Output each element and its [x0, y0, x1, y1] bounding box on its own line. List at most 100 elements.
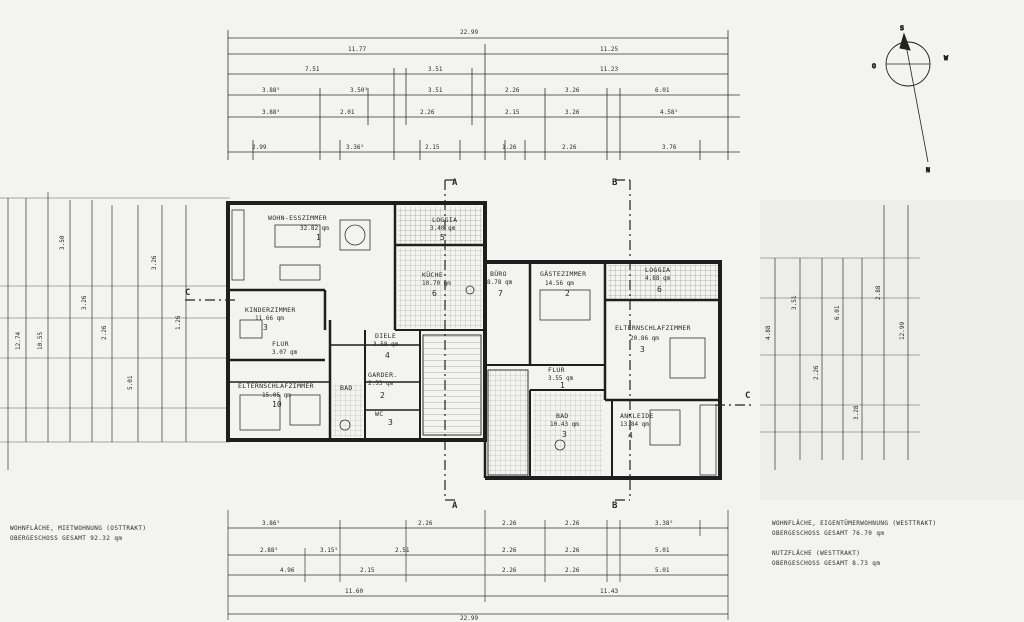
- tiled-floors: [333, 207, 718, 476]
- svg-text:3: 3: [562, 430, 567, 439]
- dim-bottom-r1-e: 3.38⁵: [655, 520, 673, 527]
- dim-top-r5-b: 3.36⁵: [346, 144, 364, 151]
- svg-text:2: 2: [380, 391, 385, 400]
- svg-text:4: 4: [628, 431, 633, 440]
- compass-bottom: N: [926, 166, 930, 174]
- note-left-1: WOHNFLÄCHE, MIETWOHNUNG (OSTTRAKT): [10, 525, 146, 532]
- svg-text:3: 3: [640, 345, 645, 354]
- svg-text:BÜRO: BÜRO: [490, 269, 507, 278]
- svg-text:1: 1: [316, 233, 321, 242]
- left-dimension-chains: [0, 192, 230, 470]
- note-right-1: WOHNFLÄCHE, EIGENTÜMERWOHNUNG (WESTTRAKT…: [772, 520, 937, 527]
- compass-rose-icon: S W O N: [872, 24, 949, 175]
- dim-left-sub: 10.55: [37, 332, 44, 350]
- svg-text:15.05 qm: 15.05 qm: [262, 392, 291, 399]
- svg-text:WC: WC: [375, 410, 383, 418]
- room-bad-east: BAD: [340, 384, 352, 392]
- top-dimension-chains: [227, 30, 740, 160]
- svg-text:6: 6: [657, 285, 662, 294]
- dim-top-r4-f: 4.58⁵: [660, 109, 678, 116]
- svg-text:WOHN-ESSZIMMER: WOHN-ESSZIMMER: [268, 214, 327, 222]
- svg-text:3: 3: [388, 418, 393, 427]
- dim-bottom-r3-a: 4.96: [280, 567, 295, 574]
- section-c-left: C: [185, 288, 190, 298]
- note-right-4: OBERGESCHOSS GESAMT 8.73 qm: [772, 560, 880, 567]
- svg-text:KINDERZIMMER: KINDERZIMMER: [245, 306, 296, 314]
- svg-text:8.78 qm: 8.78 qm: [487, 279, 513, 286]
- dim-bottom-r2-a: 2.88⁵: [260, 547, 278, 554]
- room-wc: WC 3: [375, 410, 393, 427]
- svg-text:LOGGIA: LOGGIA: [645, 266, 670, 274]
- svg-text:7: 7: [498, 289, 503, 298]
- dim-bottom-r3-d: 2.26: [565, 567, 580, 574]
- svg-text:2: 2: [565, 289, 570, 298]
- dim-left-b: 3.26: [81, 295, 88, 310]
- dim-bottom-r3-e: 5.01: [655, 567, 670, 574]
- room-diele: DIELE 3.58 qm 4: [373, 332, 399, 360]
- dim-top-r3-c: 3.51: [428, 87, 443, 94]
- room-elternschlafzimmer-east: ELTERNSCHLAFZIMMER 15.05 qm 10: [238, 382, 314, 409]
- section-markers: A A B B C C: [185, 178, 750, 511]
- dim-bottom-r4-a: 11.60: [345, 588, 363, 595]
- room-ankleide: ANKLEIDE 13.84 qm 4: [620, 412, 653, 440]
- compass-right: W: [944, 54, 948, 62]
- svg-text:KÜCHE: KÜCHE: [422, 270, 443, 279]
- compass-left: O: [872, 62, 876, 70]
- room-loggia-east: LOGGIA 3.40 qm 5: [430, 216, 457, 242]
- building-walls: [226, 201, 722, 480]
- section-a-top: A: [452, 178, 458, 188]
- svg-text:11.66 qm: 11.66 qm: [255, 315, 284, 322]
- svg-text:LOGGIA: LOGGIA: [432, 216, 457, 224]
- dim-top-r5-c: 2.15: [425, 144, 440, 151]
- room-wohn-esszimmer: WOHN-ESSZIMMER 32.82 qm 1: [268, 214, 329, 242]
- note-right-2: OBERGESCHOSS GESAMT 76.70 qm: [772, 530, 884, 537]
- dim-bottom-overall: 22.99: [460, 615, 478, 622]
- dim-top-r4-a: 3.88⁵: [262, 109, 280, 116]
- dim-top-r3-f: 6.01: [655, 87, 670, 94]
- dim-right-e: 3.28: [853, 405, 860, 420]
- dim-bottom-r3-c: 2.26: [502, 567, 517, 574]
- room-kinderzimmer: KINDERZIMMER 11.66 qm 3: [245, 306, 296, 332]
- svg-text:13.84 qm: 13.84 qm: [620, 421, 649, 428]
- room-loggia-west: LOGGIA 4.88 qm 6: [645, 266, 671, 294]
- dim-bottom-r4-b: 11.43: [600, 588, 618, 595]
- room-gaestezimmer: GÄSTEZIMMER 14.56 qm 2: [540, 269, 586, 298]
- dim-top-r3-e: 3.26: [565, 87, 580, 94]
- svg-text:DIELE: DIELE: [375, 332, 396, 340]
- area-notes: WOHNFLÄCHE, MIETWOHNUNG (OSTTRAKT) OBERG…: [10, 520, 937, 567]
- dim-bottom-r2-d: 2.26: [502, 547, 517, 554]
- section-c-right: C: [745, 391, 750, 401]
- svg-text:ELTERNSCHLAFZIMMER: ELTERNSCHLAFZIMMER: [615, 324, 691, 332]
- room-bad-west: BAD 10.43 qm 3: [550, 412, 579, 439]
- svg-text:6: 6: [432, 289, 437, 298]
- dim-top-r3-d: 2.26: [505, 87, 520, 94]
- dim-bottom-r3-b: 2.15: [360, 567, 375, 574]
- left-dimension-labels: 12.74 10.55 3.50 3.26 2.26 5.01 3.26 1.2…: [15, 235, 182, 390]
- svg-text:2.53 qm: 2.53 qm: [368, 380, 394, 387]
- svg-text:FLUR: FLUR: [548, 366, 565, 374]
- dim-top-r5-a: 2.99: [252, 144, 267, 151]
- room-labels: WOHN-ESSZIMMER 32.82 qm 1 LOGGIA 3.40 qm…: [238, 214, 691, 440]
- right-dimension-labels: 12.99 4.88 3.51 2.26 6.01 3.28 2.88: [765, 285, 906, 420]
- dim-top-r2-b: 3.51: [428, 66, 443, 73]
- dim-top-overall: 22.99: [460, 29, 478, 36]
- svg-text:32.82 qm: 32.82 qm: [300, 225, 329, 232]
- svg-text:10.70 qm: 10.70 qm: [422, 280, 451, 287]
- dim-left-d: 5.01: [127, 375, 134, 390]
- bottom-dimension-chains: [227, 510, 729, 620]
- svg-text:3.55 qm: 3.55 qm: [548, 375, 574, 382]
- svg-text:GARDER.: GARDER.: [368, 371, 398, 379]
- dim-bottom-r2-b: 3.15⁵: [320, 547, 338, 554]
- svg-text:1: 1: [560, 381, 565, 390]
- compass-top: S: [900, 24, 904, 32]
- dim-top-r1-a: 11.77: [348, 46, 366, 53]
- top-dimension-labels: 22.99 11.77 11.25 7.51 3.51 11.23 3.88⁵ …: [252, 29, 678, 151]
- dim-top-r4-e: 3.26: [565, 109, 580, 116]
- dim-top-r5-d: 1.26: [502, 144, 517, 151]
- dim-left-e: 3.26: [151, 255, 158, 270]
- room-flur-west: FLUR 3.55 qm 1: [548, 366, 574, 390]
- dim-right-d: 6.01: [834, 305, 841, 320]
- note-left-2: OBERGESCHOSS GESAMT 92.32 qm: [10, 535, 122, 542]
- dim-top-r1-b: 11.25: [600, 46, 618, 53]
